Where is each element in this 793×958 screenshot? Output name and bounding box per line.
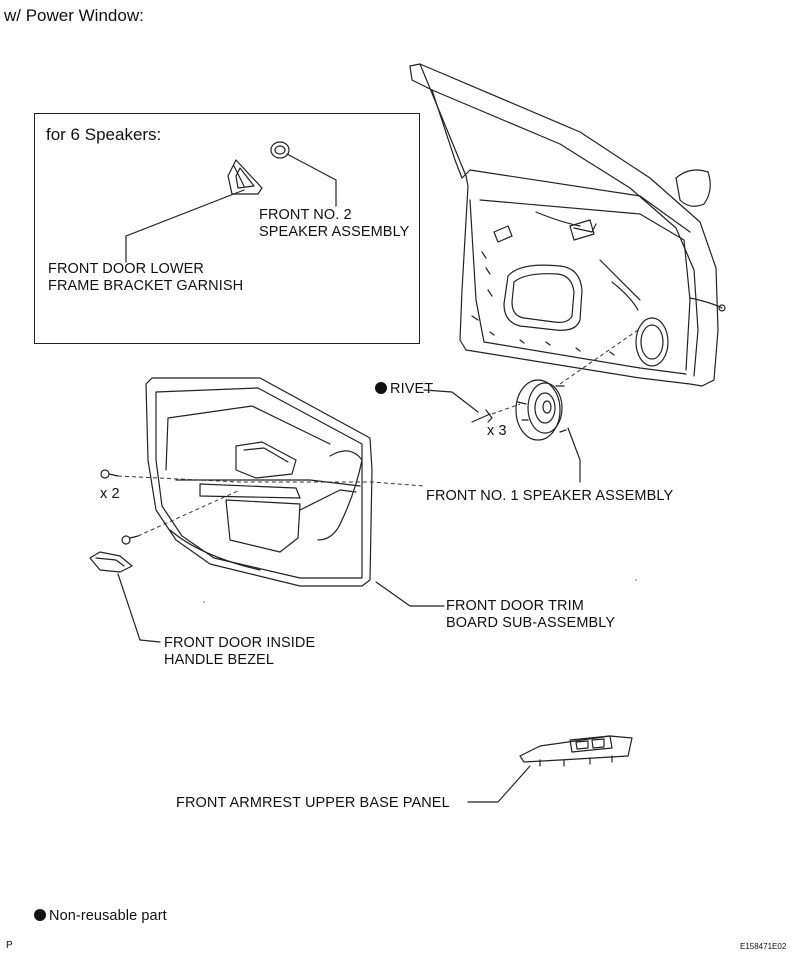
stray-dot [203, 601, 205, 603]
armrest-panel-label: FRONT ARMREST UPPER BASE PANEL [176, 795, 450, 811]
front-no1-speaker-label: FRONT NO. 1 SPEAKER ASSEMBLY [426, 488, 674, 504]
front-no1-speaker-drawing [515, 379, 567, 441]
speaker1-leader-line [567, 427, 581, 483]
handle-bezel-leader-line [117, 573, 161, 643]
figure-code: E158471E02 [740, 942, 787, 951]
screw-lower-dashed-line [137, 489, 241, 537]
legend-dot-icon [34, 909, 46, 921]
garnish-part-drawing [227, 159, 263, 195]
rivet-drawing [471, 409, 493, 423]
screw-lower-drawing [121, 535, 139, 545]
trim-board-label-line2: BOARD SUB-ASSEMBLY [446, 615, 616, 631]
armrest-panel-drawing [519, 735, 633, 767]
front-door-trim-board-drawing [145, 377, 373, 587]
screw-upper-dashed-line [117, 475, 425, 487]
legend-text: Non-reusable part [49, 908, 167, 924]
front-door-frame-drawing [409, 63, 726, 387]
front-no2-speaker-label-line2: SPEAKER ASSEMBLY [259, 224, 410, 240]
screw-upper-drawing [100, 469, 119, 479]
armrest-leader-line [467, 765, 531, 803]
page-marker: P [6, 940, 13, 951]
legend-non-reusable: Non-reusable part [34, 906, 167, 926]
screw-qty-label: x 2 [100, 486, 120, 502]
handle-bezel-label-line1: FRONT DOOR INSIDE [164, 635, 316, 651]
front-no2-speaker-label-line1: FRONT NO. 2 [259, 207, 352, 223]
rivet-qty-label: x 3 [487, 423, 507, 439]
rivet-label-text: RIVET [390, 381, 434, 397]
rivet-leader-line [423, 389, 479, 413]
diagram-title: w/ Power Window: [4, 6, 144, 25]
front-no2-speaker-drawing [270, 141, 290, 159]
garnish-label-line2: FRAME BRACKET GARNISH [48, 278, 244, 294]
six-speakers-inset-box [34, 113, 420, 344]
trim-board-label-line1: FRONT DOOR TRIM [446, 598, 584, 614]
handle-bezel-label-line2: HANDLE BEZEL [164, 652, 274, 668]
inset-title: for 6 Speakers: [46, 125, 162, 144]
trim-board-leader-line [375, 581, 445, 607]
speaker-alignment-dashed-line [559, 329, 639, 385]
rivet-dashed-line [491, 403, 521, 415]
handle-bezel-drawing [89, 551, 133, 573]
rivet-label: RIVET [375, 379, 433, 399]
stray-dot [635, 579, 637, 581]
non-reusable-dot-icon [375, 382, 387, 394]
garnish-label-line1: FRONT DOOR LOWER [48, 261, 205, 277]
